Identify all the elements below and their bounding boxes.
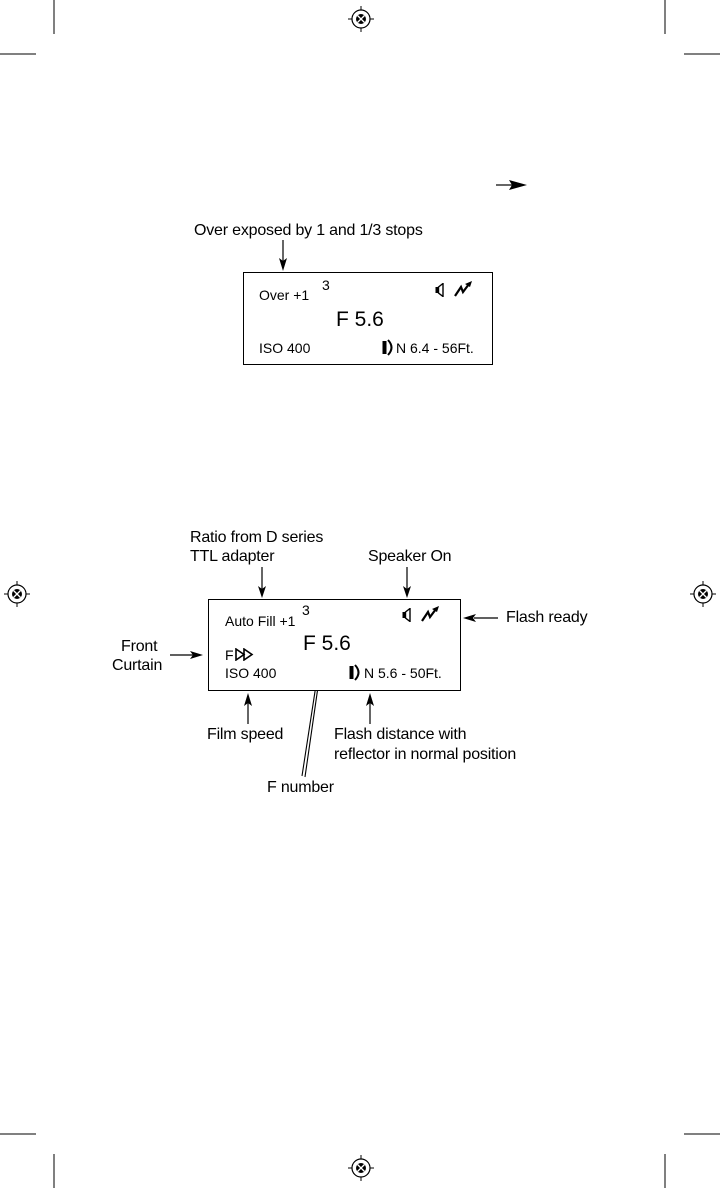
callout-flash-ready: Flash ready — [506, 610, 587, 626]
callout-front-line2: Curtain — [112, 658, 162, 674]
registration-mark-icon — [348, 6, 374, 32]
arrow-icon — [403, 567, 411, 598]
registration-mark-icon — [4, 581, 30, 607]
lightning-icon — [454, 281, 474, 299]
lightning-icon — [421, 606, 441, 624]
lcd-display-2: Auto Fill +1 3 F F 5.6 ISO 400 N 5.6 - 5… — [208, 599, 461, 691]
callout-speaker-on: Speaker On — [368, 549, 451, 565]
callout-film-speed: Film speed — [207, 727, 283, 743]
arrow-icon — [258, 567, 266, 598]
arrow-icon — [463, 614, 498, 622]
lcd-display-1: Over +1 3 F 5.6 ISO 400 N 6.4 - 56Ft. — [243, 272, 493, 365]
reflector-icon — [382, 339, 396, 356]
aperture-value: F 5.6 — [303, 633, 351, 654]
arrow-icon — [279, 240, 287, 271]
flash-range: N 5.6 - 50Ft. — [364, 666, 442, 680]
exposure-mode: Auto Fill +1 — [225, 614, 295, 628]
exposure-fraction: 3 — [302, 603, 310, 617]
double-triangle-icon — [235, 648, 255, 661]
iso-value: ISO 400 — [259, 341, 310, 355]
arrow-icon — [170, 651, 203, 659]
exposure-fraction: 3 — [322, 278, 330, 292]
callout-overexposed: Over exposed by 1 and 1/3 stops — [194, 223, 423, 239]
speaker-icon — [435, 283, 445, 297]
callout-front-line1: Front — [121, 639, 157, 655]
arrow-icon — [366, 693, 374, 724]
callout-ratio-line1: Ratio from D series — [190, 530, 323, 546]
speaker-icon — [402, 608, 412, 622]
arrow-icon — [496, 180, 527, 190]
aperture-value: F 5.6 — [336, 309, 384, 330]
callout-f-number: F number — [267, 780, 334, 796]
curtain-mode: F — [225, 648, 234, 662]
registration-mark-icon — [348, 1155, 374, 1181]
registration-mark-icon — [690, 581, 716, 607]
callout-ratio-line2: TTL adapter — [190, 549, 274, 565]
iso-value: ISO 400 — [225, 666, 276, 680]
arrow-icon — [244, 693, 252, 724]
callout-flash-distance-line2: reflector in normal position — [334, 747, 516, 763]
callout-flash-distance-line1: Flash distance with — [334, 727, 466, 743]
reflector-icon — [349, 664, 363, 681]
flash-range: N 6.4 - 56Ft. — [396, 341, 474, 355]
exposure-mode: Over +1 — [259, 288, 309, 302]
